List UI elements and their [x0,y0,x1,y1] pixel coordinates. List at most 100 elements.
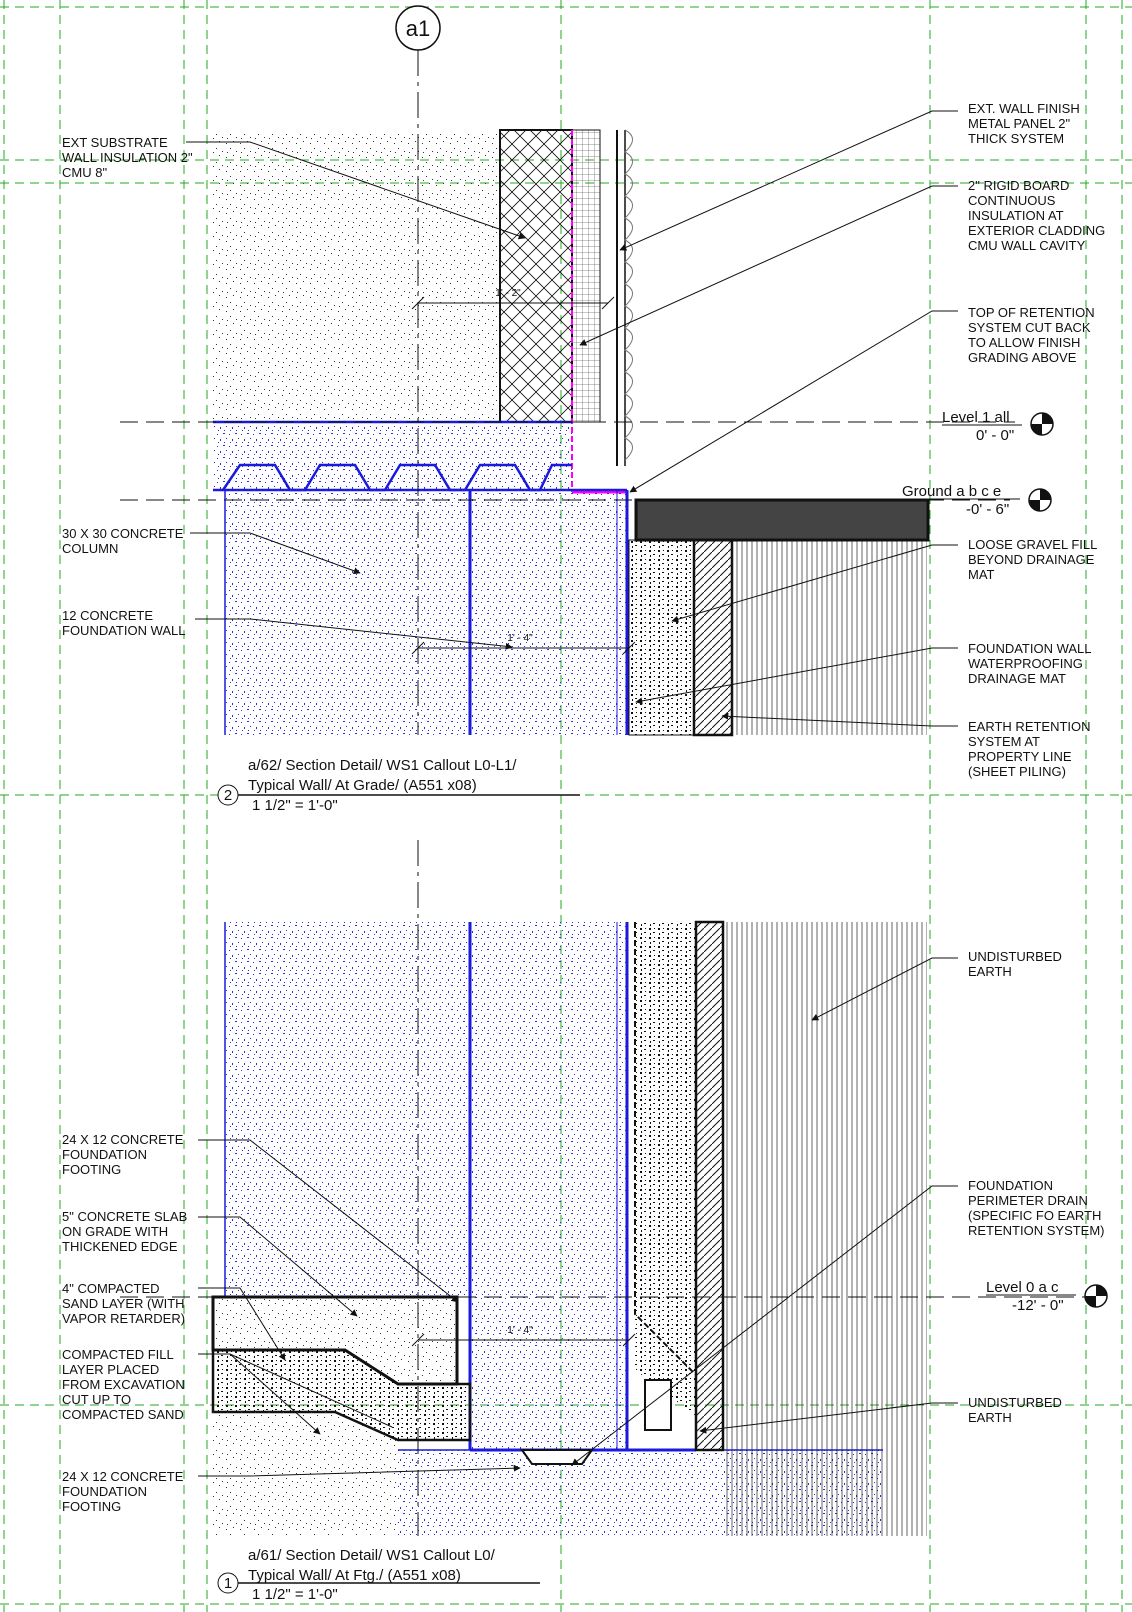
svg-text:INSULATION AT: INSULATION AT [968,208,1064,223]
ground-level-name: Ground a b c e [902,483,1001,500]
loose-gravel-fill [628,539,695,736]
svg-text:FOOTING: FOOTING [62,1162,121,1177]
svg-text:CUT UP TO: CUT UP TO [62,1392,131,1407]
svg-text:FOUNDATION WALL: FOUNDATION WALL [968,641,1092,656]
svg-text:24 X 12 CONCRETE: 24 X 12 CONCRETE [62,1469,184,1484]
note-loose-gravel: LOOSE GRAVEL FILL BEYOND DRAINAGE MAT [968,537,1097,582]
svg-text:SYSTEM CUT BACK: SYSTEM CUT BACK [968,320,1091,335]
svg-text:SAND LAYER (WITH: SAND LAYER (WITH [62,1296,185,1311]
note-footing-lower: 24 X 12 CONCRETE FOUNDATION FOOTING [62,1469,184,1514]
svg-text:ON GRADE WITH: ON GRADE WITH [62,1224,168,1239]
level-0-elev: -12' - 0" [1012,1297,1064,1314]
svg-text:LOOSE GRAVEL FILL: LOOSE GRAVEL FILL [968,537,1097,552]
svg-text:TOP OF RETENTION: TOP OF RETENTION [968,305,1095,320]
svg-text:5" CONCRETE SLAB: 5" CONCRETE SLAB [62,1209,187,1224]
svg-text:BEYOND DRAINAGE: BEYOND DRAINAGE [968,552,1095,567]
grid-bubble: a1 [395,5,441,51]
level-marker-ground: Ground a b c e -0' - 6" [902,483,1052,518]
detail-at-footing [120,840,1090,1536]
note-undisturbed-earth-lower: UNDISTURBED EARTH [968,1395,1062,1425]
level-1-name: Level 1 all [942,409,1010,426]
view-1-number: 1 [224,1575,232,1592]
level-1-elev: 0' - 0" [976,427,1014,444]
svg-text:METAL PANEL 2": METAL PANEL 2" [968,116,1071,131]
note-slab-on-grade: 5" CONCRETE SLAB ON GRADE WITH THICKENED… [62,1209,187,1254]
svg-text:COLUMN: COLUMN [62,541,118,556]
svg-text:TO ALLOW FINISH: TO ALLOW FINISH [968,335,1080,350]
svg-text:UNDISTURBED: UNDISTURBED [968,1395,1062,1410]
svg-text:FROM EXCAVATION: FROM EXCAVATION [62,1377,185,1392]
note-retention-top: TOP OF RETENTION SYSTEM CUT BACK TO ALLO… [968,305,1095,365]
view-2-scale: 1 1/2" = 1'-0" [252,797,338,814]
svg-text:2" RIGID BOARD: 2" RIGID BOARD [968,178,1069,193]
svg-text:EARTH RETENTION: EARTH RETENTION [968,719,1091,734]
svg-text:12 CONCRETE: 12 CONCRETE [62,608,153,623]
wall-lower [470,922,627,1450]
grid-bubble-label: a1 [406,16,430,41]
svg-text:(SHEET PILING): (SHEET PILING) [968,764,1066,779]
gravel-wedge [635,922,696,1416]
finish-grade-slab [634,498,930,542]
view-1-scale: 1 1/2" = 1'-0" [252,1586,338,1603]
svg-text:FOOTING: FOOTING [62,1499,121,1514]
svg-text:THICKENED EDGE: THICKENED EDGE [62,1239,178,1254]
note-rigid-board: 2" RIGID BOARD CONTINUOUS INSULATION AT … [968,178,1105,253]
svg-text:FOUNDATION WALL: FOUNDATION WALL [62,623,186,638]
svg-text:EXT SUBSTRATE: EXT SUBSTRATE [62,135,168,150]
svg-text:EARTH: EARTH [968,964,1012,979]
level-marker-0: Level 0 a c -12' - 0" [986,1279,1108,1314]
view-title-at-grade: 2 a/62/ Section Detail/ WS1 Callout L0-L… [217,757,580,814]
note-ext-substrate: EXT SUBSTRATE WALL INSULATION 2" CMU 8" [62,135,193,180]
note-compacted-fill: COMPACTED FILL LAYER PLACED FROM EXCAVAT… [62,1347,185,1422]
svg-text:CMU WALL CAVITY: CMU WALL CAVITY [968,238,1086,253]
column-lower [225,922,470,1297]
svg-text:SYSTEM AT: SYSTEM AT [968,734,1040,749]
svg-text:FOUNDATION: FOUNDATION [62,1147,147,1162]
drainage-mat-line [634,922,697,1376]
svg-text:FOUNDATION: FOUNDATION [62,1484,147,1499]
concrete-column [225,490,470,735]
ext-substrate-fill [213,130,500,422]
svg-text:LAYER PLACED: LAYER PLACED [62,1362,159,1377]
drain-notch [520,1449,594,1465]
svg-text:FOUNDATION: FOUNDATION [968,1178,1053,1193]
earth-lines [732,540,927,735]
metal-panel-wave [624,129,633,461]
dimension-3: 1' - 4" [507,1325,533,1336]
svg-text:RETENTION SYSTEM): RETENTION SYSTEM) [968,1223,1105,1238]
cmu-block [499,129,573,423]
svg-text:CMU 8": CMU 8" [62,165,107,180]
view-2-number: 2 [224,787,232,804]
svg-text:(SPECIFIC FO EARTH: (SPECIFIC FO EARTH [968,1208,1101,1223]
svg-text:UNDISTURBED: UNDISTURBED [968,949,1062,964]
view-1-line1: a/61/ Section Detail/ WS1 Callout L0/ [248,1547,496,1564]
note-earth-retention: EARTH RETENTION SYSTEM AT PROPERTY LINE … [968,719,1091,779]
detail-at-grade [120,50,1015,737]
svg-text:WALL INSULATION 2": WALL INSULATION 2" [62,150,193,165]
svg-text:CONTINUOUS: CONTINUOUS [968,193,1056,208]
svg-text:COMPACTED SAND: COMPACTED SAND [62,1407,184,1422]
svg-text:VAPOR RETARDER): VAPOR RETARDER) [62,1311,185,1326]
view-title-at-footing: 1 a/61/ Section Detail/ WS1 Callout L0/ … [217,1547,540,1603]
undisturbed-earth [723,922,927,1536]
svg-text:EARTH: EARTH [968,1410,1012,1425]
svg-text:4" COMPACTED: 4" COMPACTED [62,1281,160,1296]
note-waterproofing: FOUNDATION WALL WATERPROOFING DRAINAGE M… [968,641,1092,686]
note-foundation-wall: 12 CONCRETE FOUNDATION WALL [62,608,186,638]
dimension-2: 1' - 4" [507,633,533,644]
svg-text:WATERPROOFING: WATERPROOFING [968,656,1083,671]
note-undisturbed-earth-upper: UNDISTURBED EARTH [968,949,1062,979]
view-2-line2: Typical Wall/ At Grade/ (A551 x08) [248,777,477,794]
svg-text:COMPACTED FILL: COMPACTED FILL [62,1347,174,1362]
svg-text:24 X 12 CONCRETE: 24 X 12 CONCRETE [62,1132,184,1147]
svg-text:EXTERIOR CLADDING: EXTERIOR CLADDING [968,223,1105,238]
view-1-line2: Typical Wall/ At Ftg./ (A551 x08) [248,1567,461,1584]
svg-text:GRADING ABOVE: GRADING ABOVE [968,350,1077,365]
svg-text:EXT. WALL FINISH: EXT. WALL FINISH [968,101,1080,116]
dimension-lines [411,296,636,1347]
note-wall-finish: EXT. WALL FINISH METAL PANEL 2" THICK SY… [968,101,1080,146]
level-marker-1: Level 1 all 0' - 0" [942,409,1054,444]
svg-text:30 X 30 CONCRETE: 30 X 30 CONCRETE [62,526,184,541]
